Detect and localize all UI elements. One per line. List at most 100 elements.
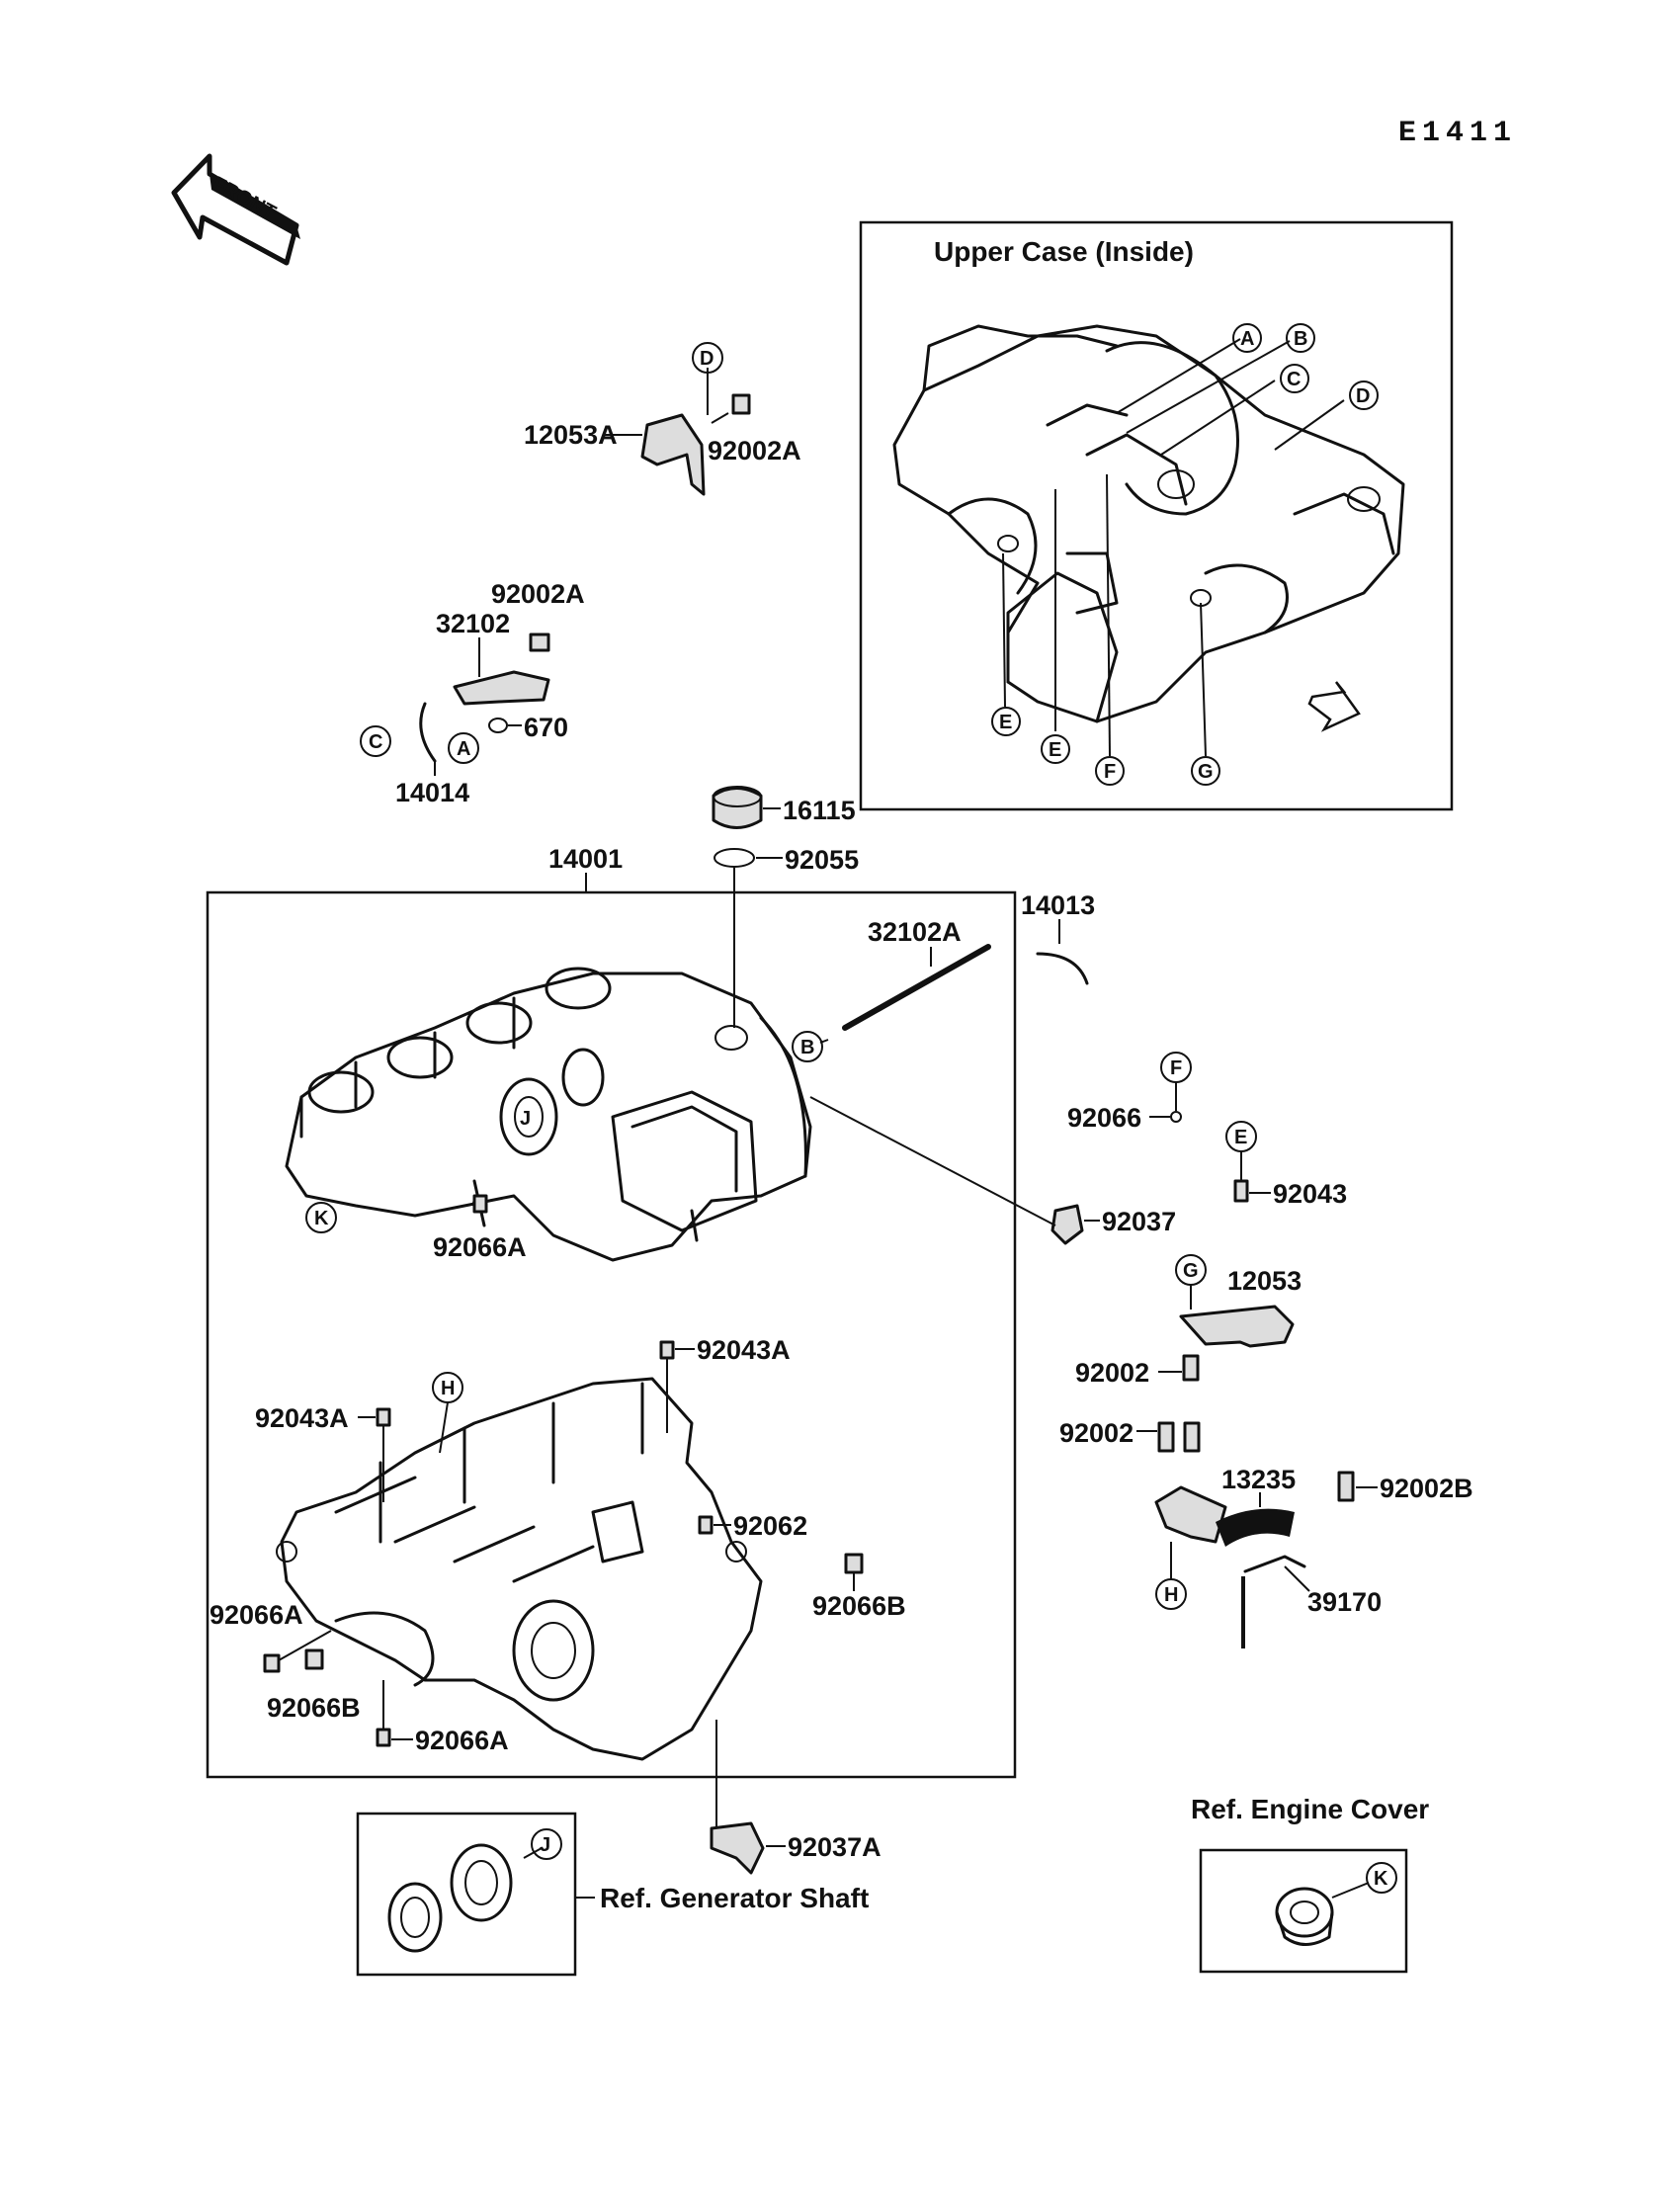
- part-14001-label: 14001: [548, 844, 623, 892]
- inset-label-E1: E: [991, 707, 1021, 736]
- engine-cover-inset: Ref. Engine Cover K: [1191, 1794, 1429, 1974]
- part-14014-clip: 14014: [395, 702, 469, 807]
- generator-shaft-ref-label: Ref. Generator Shaft: [600, 1883, 869, 1913]
- part-12053A-bracket: 12053A: [524, 413, 706, 496]
- svg-text:K: K: [1374, 1868, 1388, 1890]
- callout-E-right: E: [1225, 1121, 1257, 1152]
- part-92066-ball: 92066: [1067, 1082, 1182, 1133]
- upper-case-inset: Upper Case (Inside): [859, 220, 1454, 811]
- part-92002A-bolt-mid: 92002A: [491, 579, 585, 652]
- inset-label-D: D: [1349, 380, 1379, 410]
- direction-arrow-icon: [1307, 681, 1361, 732]
- callout-K-main: K: [305, 1202, 337, 1233]
- bearing-icon: [450, 1843, 513, 1922]
- upper-case-inside-drawing: [892, 324, 1405, 723]
- part-92066B-plug-left: 92066B: [267, 1648, 361, 1723]
- upper-crankcase-drawing: J: [285, 967, 812, 1262]
- svg-text:92002: 92002: [1075, 1358, 1149, 1388]
- part-39170-spring: 39170: [1241, 1555, 1382, 1648]
- engine-cover-ref-label: Ref. Engine Cover: [1191, 1794, 1429, 1824]
- crankcase-assembly-frame: [206, 890, 1017, 1779]
- svg-text:92002A: 92002A: [491, 579, 585, 609]
- oil-seal-small-icon: [387, 1882, 443, 1953]
- svg-text:E: E: [1049, 739, 1061, 761]
- part-13235-shift-guide: 13235: [1154, 1465, 1296, 1547]
- diagram-code: E1411: [1398, 117, 1517, 150]
- front-arrow-icon: FRONT: [171, 153, 300, 266]
- svg-text:92043: 92043: [1273, 1179, 1347, 1209]
- part-92066B-plug-right: 92066B: [812, 1553, 906, 1621]
- svg-text:D: D: [700, 348, 714, 370]
- svg-text:92037: 92037: [1102, 1207, 1176, 1236]
- part-14013-half-ring: 14013: [1021, 890, 1095, 985]
- svg-text:92066: 92066: [1067, 1103, 1141, 1133]
- callout-D: D: [692, 342, 723, 374]
- engine-cover-frame: [1199, 1848, 1408, 1974]
- svg-text:12053A: 12053A: [524, 420, 618, 450]
- svg-text:H: H: [1164, 1584, 1178, 1606]
- svg-text:E: E: [999, 712, 1012, 733]
- part-92037A-clip: 92037A: [710, 1720, 882, 1875]
- svg-text:32102: 32102: [436, 609, 510, 638]
- part-92043A-dowel-right: 92043A: [659, 1335, 791, 1433]
- part-16115-oil-cap: 16115: [712, 786, 856, 829]
- svg-text:B: B: [1294, 328, 1307, 350]
- svg-text:H: H: [441, 1378, 455, 1399]
- svg-text:C: C: [369, 731, 382, 753]
- inset-label-G: G: [1191, 756, 1220, 786]
- svg-text:39170: 39170: [1307, 1587, 1382, 1617]
- svg-text:C: C: [1287, 369, 1301, 390]
- part-92002-bolt-b: 92002: [1059, 1418, 1201, 1453]
- callout-A: A: [448, 732, 479, 764]
- svg-text:A: A: [457, 738, 470, 760]
- part-92055-oring: 92055: [714, 845, 859, 875]
- svg-text:14013: 14013: [1021, 890, 1095, 920]
- part-12053-plate: 12053: [1179, 1266, 1302, 1348]
- svg-text:92043A: 92043A: [255, 1403, 349, 1433]
- svg-text:F: F: [1104, 761, 1116, 783]
- callout-B-main: B: [792, 1031, 829, 1062]
- inset-label-A: A: [1232, 323, 1262, 353]
- part-92002A-bolt-top: 92002A: [708, 393, 801, 465]
- svg-text:14014: 14014: [395, 778, 469, 807]
- callout-G-right: G: [1175, 1254, 1207, 1310]
- svg-text:12053: 12053: [1227, 1266, 1302, 1296]
- callout-K: K: [1366, 1862, 1397, 1894]
- svg-text:13235: 13235: [1221, 1465, 1296, 1494]
- svg-text:32102A: 32102A: [868, 917, 962, 947]
- part-670-oring: 670: [488, 713, 568, 742]
- inset-label-B: B: [1286, 323, 1315, 353]
- part-32102A-rod: 32102A: [842, 917, 991, 1035]
- lower-crankcase-drawing: [276, 1377, 763, 1761]
- svg-text:F: F: [1170, 1057, 1182, 1079]
- generator-shaft-inset: J Ref. Generator Shaft: [356, 1812, 869, 1977]
- svg-text:92062: 92062: [733, 1511, 807, 1541]
- svg-text:92043A: 92043A: [697, 1335, 791, 1365]
- svg-text:G: G: [1183, 1260, 1199, 1282]
- svg-text:G: G: [1198, 761, 1214, 783]
- svg-text:92066A: 92066A: [210, 1600, 303, 1630]
- svg-text:16115: 16115: [783, 796, 856, 825]
- svg-text:92055: 92055: [785, 845, 859, 875]
- svg-text:92002A: 92002A: [708, 436, 801, 465]
- callout-F-right: F: [1160, 1052, 1192, 1083]
- part-92062-dowel: 92062: [698, 1511, 807, 1541]
- svg-text:92066B: 92066B: [812, 1591, 906, 1621]
- svg-text:92002B: 92002B: [1380, 1474, 1473, 1503]
- svg-text:92066A: 92066A: [415, 1726, 509, 1755]
- part-92037-clip: 92037: [809, 1096, 1176, 1245]
- part-92066A-dowel-upper: 92066A: [433, 1194, 527, 1262]
- svg-text:92066A: 92066A: [433, 1232, 527, 1262]
- part-92043-dowel: 92043: [1233, 1151, 1347, 1209]
- svg-text:B: B: [800, 1037, 814, 1058]
- callout-J: J: [531, 1828, 562, 1860]
- inset-label-F: F: [1095, 756, 1125, 786]
- part-92066A-dowel-bottom: 92066A: [376, 1680, 509, 1755]
- generator-shaft-frame: [356, 1812, 577, 1977]
- svg-text:K: K: [314, 1208, 329, 1229]
- svg-text:A: A: [1240, 328, 1254, 350]
- grommet-icon: [1275, 1887, 1334, 1946]
- part-92066A-dowel-left: 92066A: [210, 1600, 332, 1673]
